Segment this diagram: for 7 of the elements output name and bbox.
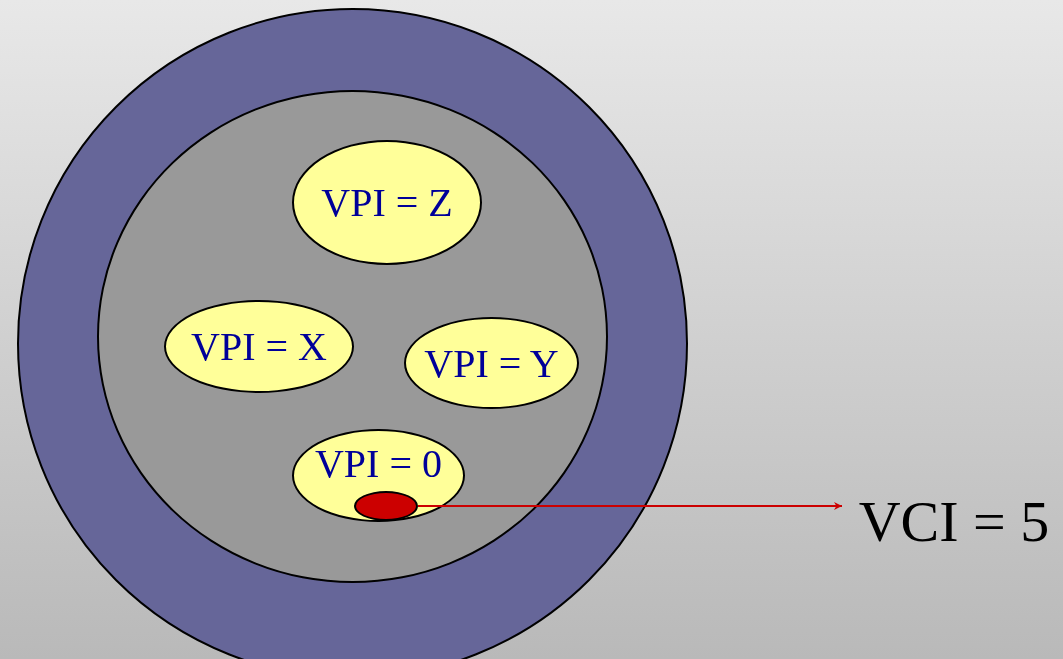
path-label: VPI = Y (424, 339, 559, 387)
channel-label: VCI = 5 (858, 487, 1050, 555)
arrow (417, 502, 843, 510)
path-label: VPI = Z (321, 179, 453, 226)
channel-dot (354, 491, 418, 521)
path-label: VPI = X (191, 323, 327, 370)
path-label: VPI = 0 (315, 440, 442, 487)
